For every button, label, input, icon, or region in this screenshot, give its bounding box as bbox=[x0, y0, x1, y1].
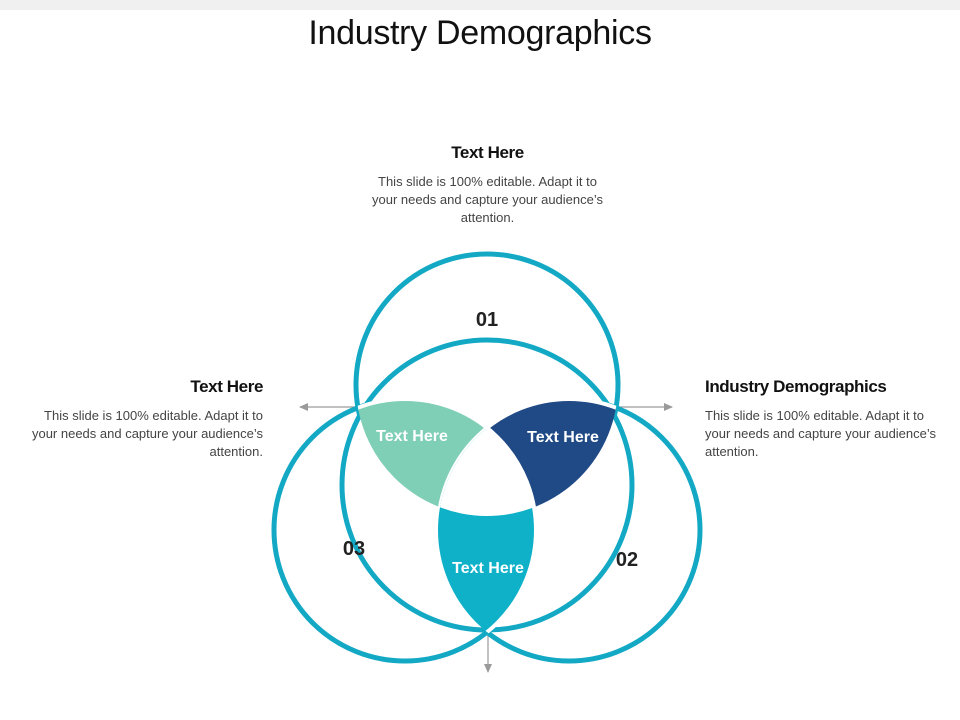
text-block-heading: Industry Demographics bbox=[705, 377, 887, 396]
top-bar bbox=[0, 0, 960, 10]
text-block-heading: Text Here bbox=[451, 143, 524, 162]
text-block-body: This slide is 100% editable. Adapt it to… bbox=[705, 408, 937, 459]
segment-label-navy: Text Here bbox=[527, 429, 599, 446]
text-block-body: This slide is 100% editable. Adapt it to… bbox=[371, 174, 604, 225]
segment-label-green: Text Here bbox=[376, 428, 448, 445]
circle-number-03: 03 bbox=[343, 538, 365, 560]
text-block-left: Text Here This slide is 100% editable. A… bbox=[30, 377, 263, 461]
text-block-right: Industry Demographics This slide is 100%… bbox=[705, 377, 940, 461]
circle-number-01: 01 bbox=[476, 309, 498, 331]
segment-label-teal: Text Here bbox=[452, 560, 524, 577]
text-block-top: Text Here This slide is 100% editable. A… bbox=[365, 143, 610, 227]
text-block-heading: Text Here bbox=[190, 377, 263, 396]
text-block-body: This slide is 100% editable. Adapt it to… bbox=[31, 408, 263, 459]
segment-center bbox=[438, 399, 536, 516]
circle-number-02: 02 bbox=[616, 549, 638, 571]
page-title: Industry Demographics bbox=[308, 14, 652, 52]
